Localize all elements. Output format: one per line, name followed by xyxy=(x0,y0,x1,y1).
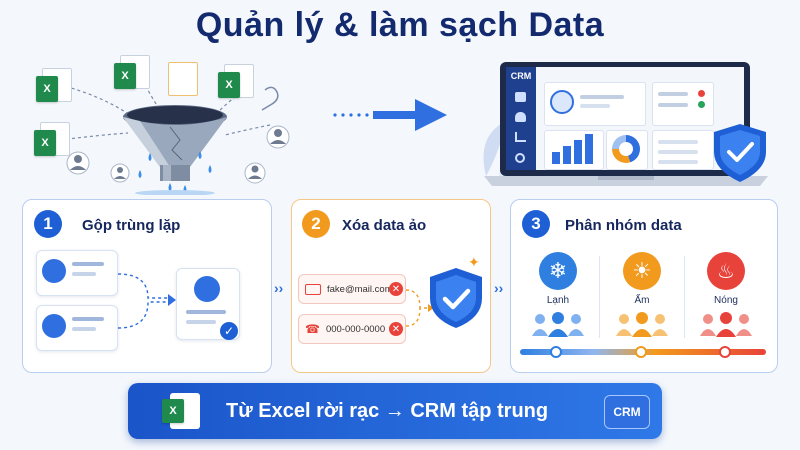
gear-icon[interactable] xyxy=(515,153,525,163)
text-line xyxy=(186,310,226,314)
user-icon xyxy=(42,314,66,338)
user-icon xyxy=(194,276,220,302)
scale-marker xyxy=(550,346,562,358)
remove-icon: ✕ xyxy=(389,322,403,336)
group-label-warm: Ấm xyxy=(634,295,650,306)
avatar xyxy=(550,90,574,114)
text-line xyxy=(580,104,610,108)
step-3-title: Phân nhóm data xyxy=(565,217,682,234)
excel-icon: X xyxy=(218,72,240,98)
divider xyxy=(599,256,600,338)
chevron-right-icon: ›› xyxy=(274,280,284,296)
step-3-number: 3 xyxy=(522,210,550,238)
text-line xyxy=(658,140,698,144)
merge-arrows xyxy=(117,250,178,355)
divider xyxy=(684,256,685,338)
chart-icon[interactable] xyxy=(515,132,526,142)
text-line xyxy=(72,317,104,321)
fake-phone-row: ☎ 000-000-0000 xyxy=(298,314,406,344)
scale-marker xyxy=(635,346,647,358)
text-line xyxy=(72,272,96,276)
user-icon xyxy=(42,259,66,283)
fake-email-row: fake@mail.com xyxy=(298,274,406,304)
chart-bar xyxy=(574,140,582,164)
text-line xyxy=(658,150,698,154)
flame-icon: ♨ xyxy=(707,252,745,290)
text-line xyxy=(658,92,688,96)
check-icon: ✓ xyxy=(220,322,238,340)
page-title: Quản lý & làm sạch Data xyxy=(195,6,605,44)
filter-arrows xyxy=(405,286,434,335)
document-file xyxy=(168,62,198,96)
sun-icon: ☀ xyxy=(623,252,661,290)
group-label-hot: Nóng xyxy=(714,295,738,306)
status-dot xyxy=(698,101,705,108)
chart-bar xyxy=(563,146,571,164)
chart-bar xyxy=(585,134,593,164)
excel-icon: X xyxy=(36,76,58,102)
fake-phone-text: 000-000-0000 xyxy=(325,323,386,335)
text-line xyxy=(658,103,688,107)
step-1-number: 1 xyxy=(34,210,62,238)
donut-hole xyxy=(619,142,633,156)
status-dot xyxy=(698,90,705,97)
users-icon[interactable] xyxy=(515,112,526,122)
snowflake-icon: ❄ xyxy=(539,252,577,290)
text-line xyxy=(72,327,96,331)
fake-email-text: fake@mail.com xyxy=(327,283,393,295)
excel-icon: X xyxy=(114,63,136,89)
excel-icon: X xyxy=(162,399,184,423)
people-icon-warm xyxy=(613,312,671,343)
funnel-illustration xyxy=(20,55,300,196)
excel-icon: X xyxy=(34,130,56,156)
people-icon-hot xyxy=(697,312,755,343)
text-line xyxy=(580,95,624,99)
crm-badge: CRM xyxy=(604,395,650,429)
sparkle-icon: ✦ xyxy=(468,254,480,270)
funnel-graphic xyxy=(59,74,290,196)
chart-bar xyxy=(552,152,560,164)
chevron-right-icon: ›› xyxy=(494,280,504,296)
crm-logo: CRM xyxy=(510,71,532,81)
dashboard-icon[interactable] xyxy=(515,92,526,102)
mail-icon xyxy=(305,283,321,295)
remove-icon: ✕ xyxy=(389,282,403,296)
flow-arrow xyxy=(315,95,455,140)
step-2-title: Xóa data ảo xyxy=(342,217,427,234)
scale-marker xyxy=(719,346,731,358)
people-icon-cold xyxy=(529,312,587,343)
text-line xyxy=(72,262,104,266)
phone-icon: ☎ xyxy=(305,322,320,336)
step-2-number: 2 xyxy=(302,210,330,238)
text-line xyxy=(658,160,698,164)
group-label-cold: Lạnh xyxy=(546,295,570,306)
shield-icon xyxy=(428,266,484,335)
step-1-title: Gộp trùng lặp xyxy=(82,217,181,234)
text-line xyxy=(186,320,216,324)
summary-banner: X Từ Excel rời rạc → CRM tập trung CRM xyxy=(128,383,662,439)
banner-text: Từ Excel rời rạc → CRM tập trung xyxy=(226,400,549,422)
